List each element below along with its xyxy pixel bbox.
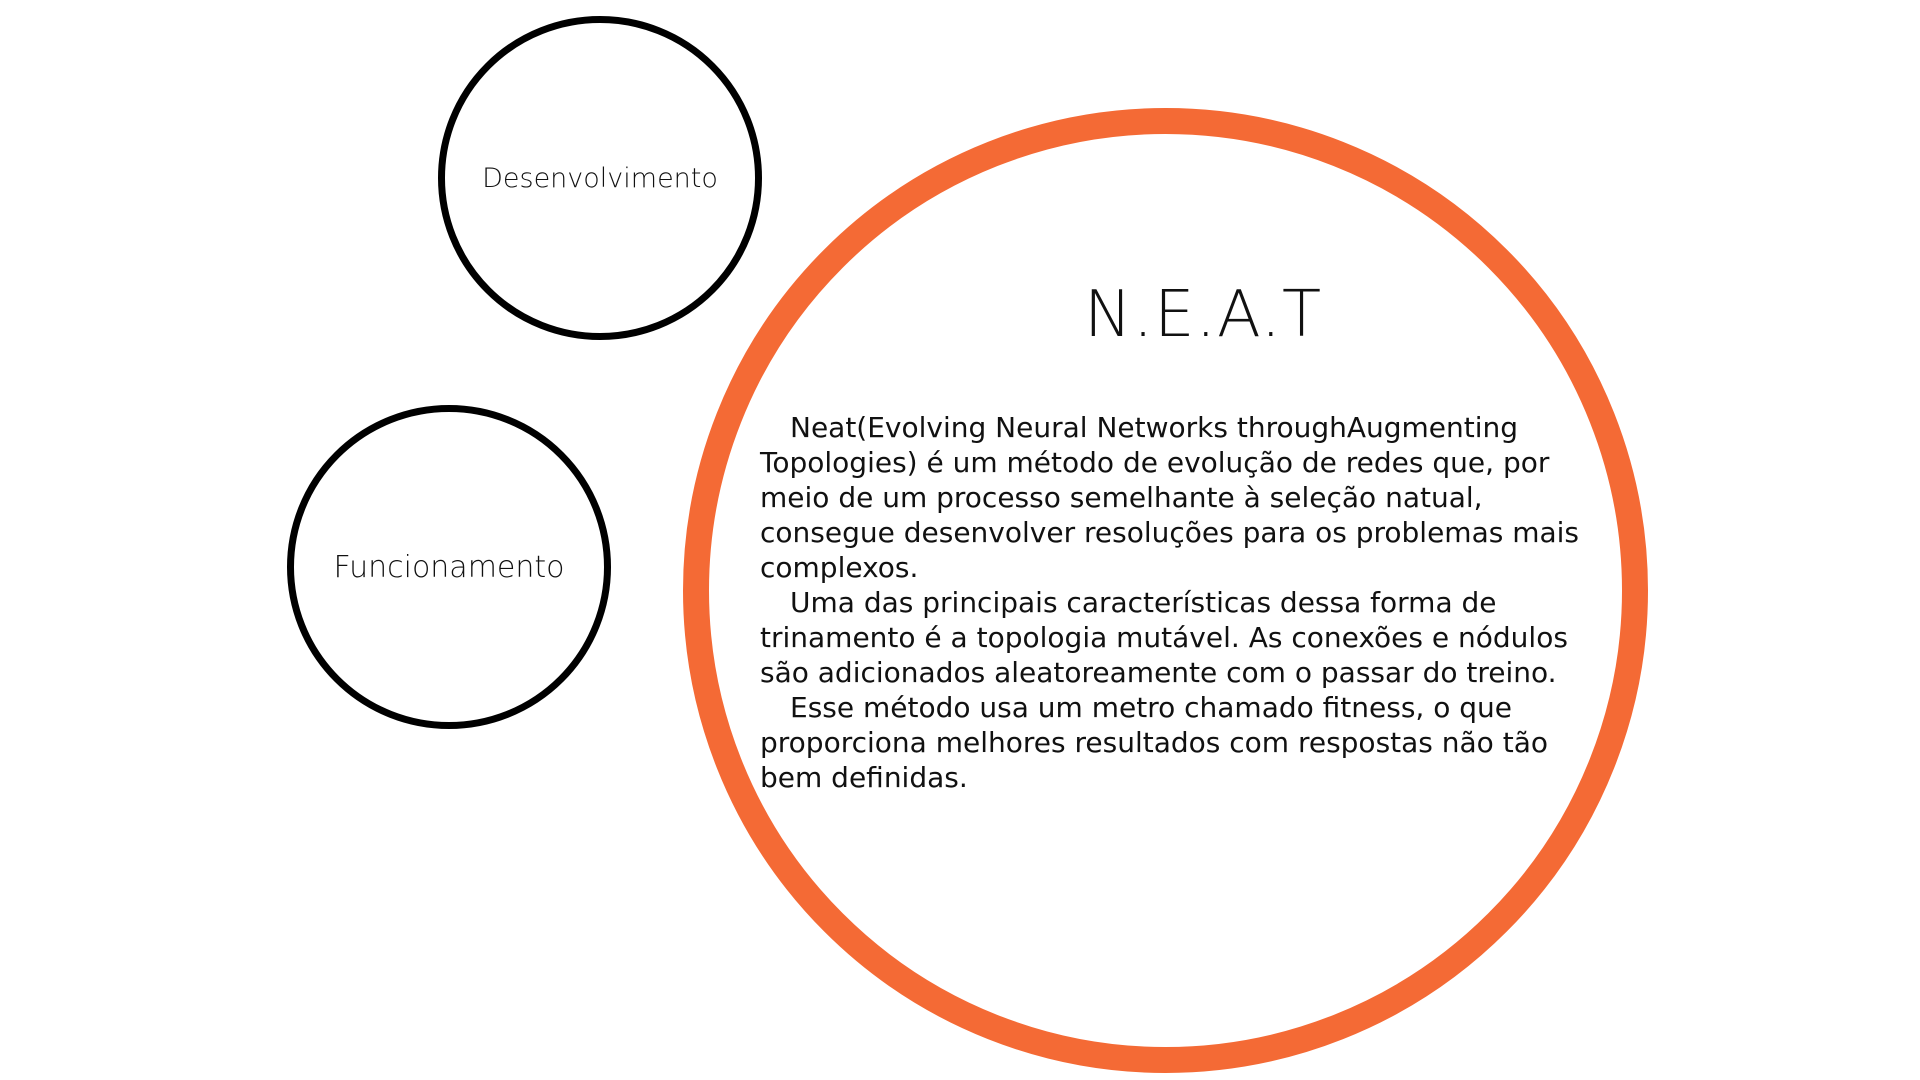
neat-paragraph-1: Neat(Evolving Neural Networks throughAug… (760, 411, 1580, 584)
node-desenvolvimento[interactable]: Desenvolvimento (438, 16, 762, 340)
neat-description: Neat(Evolving Neural Networks throughAug… (760, 410, 1580, 795)
neat-title: N.E.A.T (1083, 278, 1323, 352)
node-desenvolvimento-label: Desenvolvimento (482, 162, 718, 194)
node-funcionamento[interactable]: Funcionamento (287, 405, 611, 729)
node-funcionamento-label: Funcionamento (333, 549, 565, 585)
neat-paragraph-2: Uma das principais características dessa… (760, 586, 1568, 689)
neat-paragraph-3: Esse método usa um metro chamado fitness… (760, 691, 1548, 794)
